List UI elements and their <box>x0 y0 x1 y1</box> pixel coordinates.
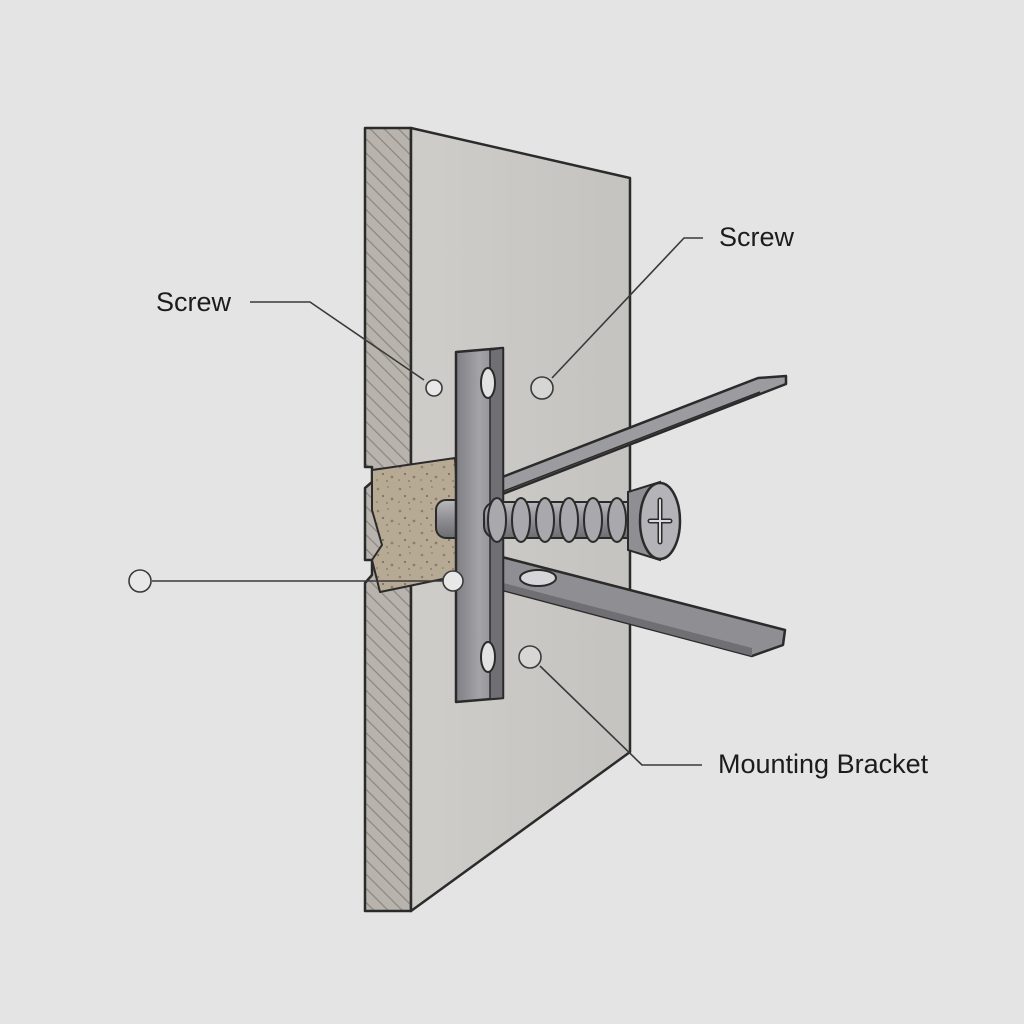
leader-screw-left <box>250 301 425 381</box>
marker-screw-right <box>530 376 554 400</box>
plate-hole-bottom <box>480 641 496 673</box>
marker-mounting-bracket <box>518 645 542 669</box>
marker-screw-left <box>425 379 443 397</box>
mounting-bracket <box>454 346 505 704</box>
leader-screw-right <box>551 237 703 379</box>
marker-anchor-left-outer <box>128 569 152 593</box>
callout-label-mounting-bracket: Mounting Bracket <box>718 749 929 779</box>
plate-hole-top <box>480 367 496 399</box>
screw <box>483 480 682 562</box>
marker-anchor-left-inner <box>442 570 464 592</box>
leader-mounting-bracket <box>539 665 702 766</box>
callout-label-screw-right: Screw <box>719 222 795 252</box>
callout-leaders <box>128 237 703 766</box>
callout-label-screw-left: Screw <box>156 287 232 317</box>
